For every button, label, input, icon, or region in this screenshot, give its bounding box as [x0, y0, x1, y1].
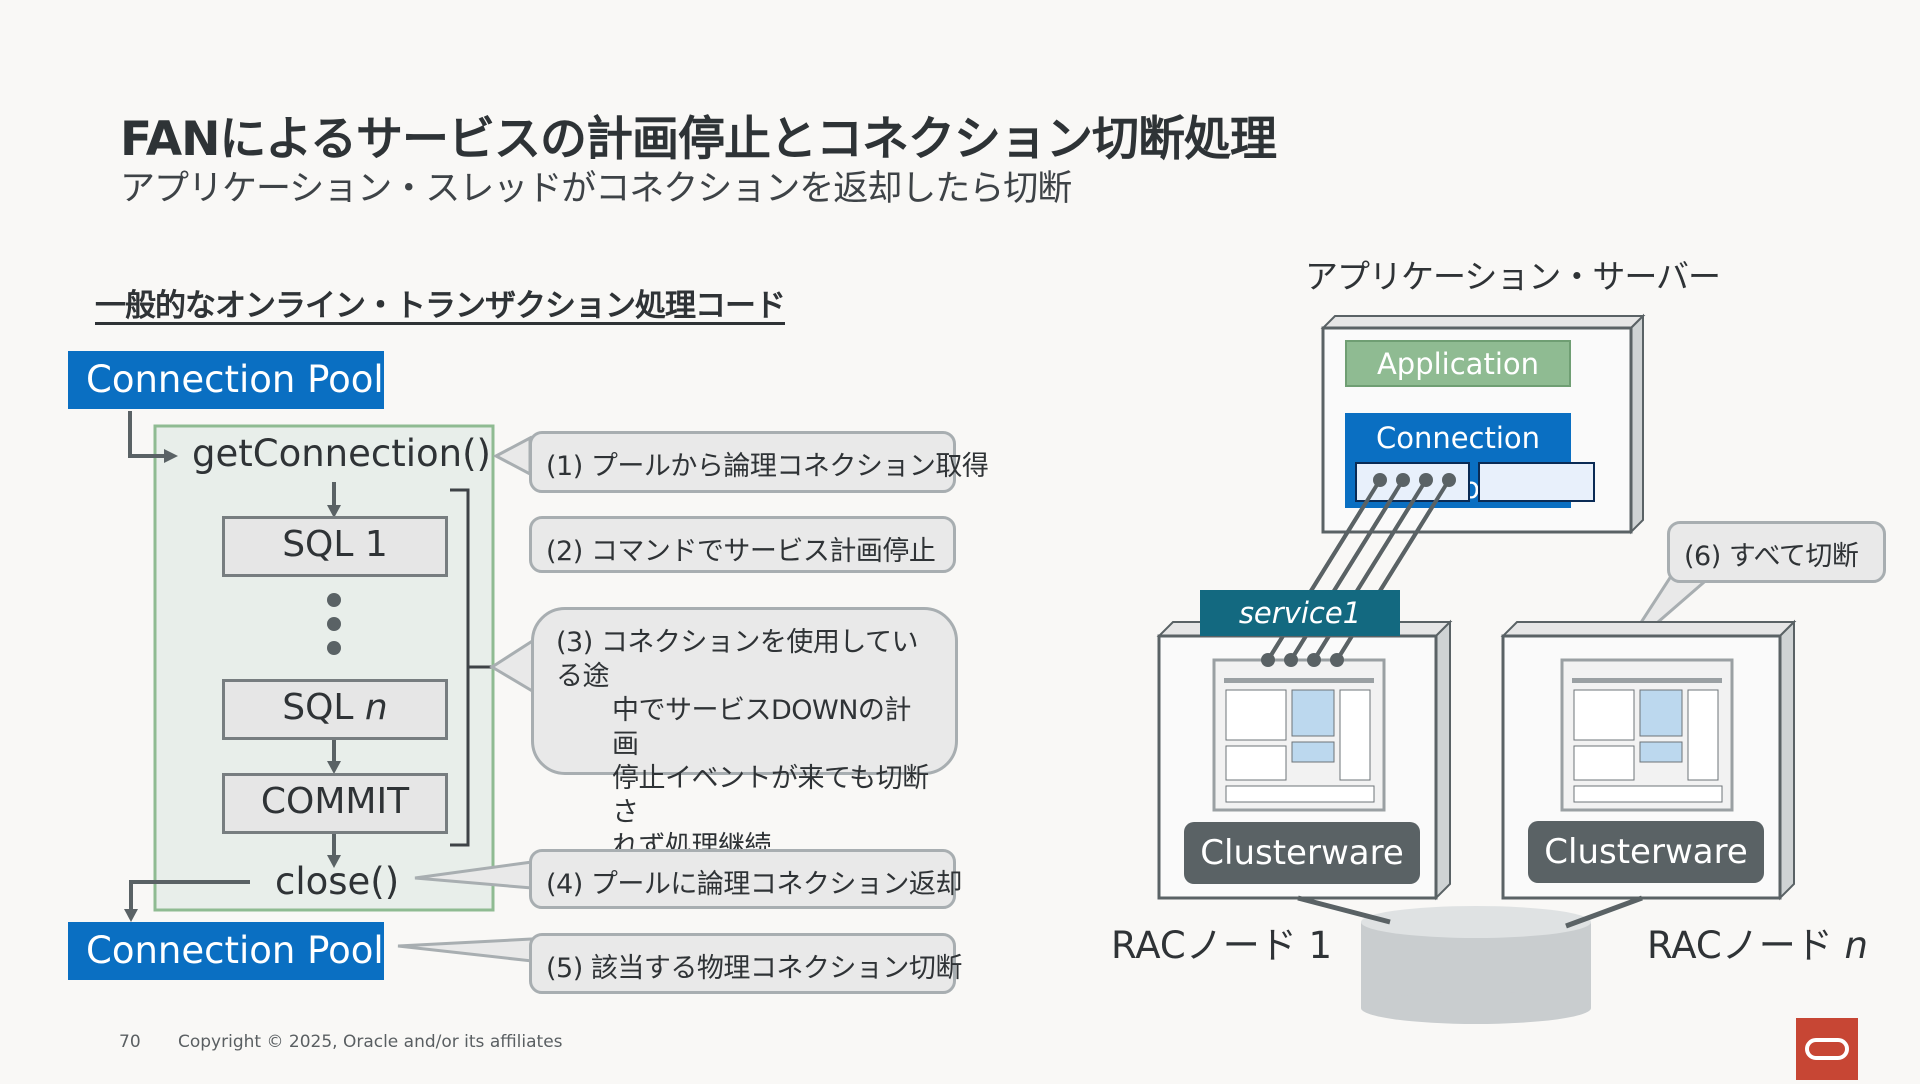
rac-node-n-label: RACノード n [1647, 915, 1868, 969]
app-server-title: アプリケーション・サーバー [1305, 257, 1721, 296]
service1-label: service1 [1200, 590, 1400, 636]
node1-storage-link [1297, 895, 1391, 925]
arrow-pool-to-getconnection [128, 411, 170, 458]
sql1-step: SQL 1 [222, 516, 448, 577]
section-heading: 一般的なオンライン・トランザクション処理コード [95, 288, 786, 324]
rac-node-1-label: RACノード 1 [1111, 924, 1333, 967]
callout-2: (2) コマンドでサービス計画停止 [529, 516, 956, 573]
callout-3-line-1: (3) コネクションを使用している途 [556, 627, 919, 692]
page-title: FANによるサービスの計画停止とコネクション切断処理 [120, 112, 1277, 167]
close-call: close() [275, 860, 400, 903]
callout-5: (5) 該当する物理コネクション切断 [529, 933, 962, 994]
application-box: Application [1345, 340, 1571, 387]
arrowhead-commit [327, 761, 341, 774]
ellipsis-dot-2 [327, 617, 341, 631]
callout-1: (1) プールから論理コネクション取得 [529, 431, 989, 493]
arrowhead-close [327, 855, 341, 868]
ellipsis-dot-3 [327, 641, 341, 655]
arrowhead-getconnection [164, 449, 178, 463]
page-subtitle: アプリケーション・スレッドがコネクションを返却したら切断 [120, 169, 1072, 209]
transaction-bracket [450, 488, 492, 847]
sqln-step: SQL n [222, 679, 448, 740]
arrowhead-pool-bottom [124, 909, 138, 922]
noden-storage-link [1565, 895, 1643, 929]
rac-node-n-prefix: RACノード [1647, 924, 1845, 967]
arrow-close-to-pool [129, 880, 250, 913]
callout-4: (4) プールに論理コネクション返却 [529, 849, 962, 909]
node1-instance-thumbnail [1212, 658, 1386, 812]
oracle-logo [1796, 1018, 1858, 1080]
commit-step: COMMIT [222, 773, 448, 834]
noden-instance-thumbnail [1560, 658, 1734, 812]
connection-pool-bottom: Connection Pool [68, 922, 384, 980]
callout-6: (6) すべて切断 [1667, 521, 1886, 583]
oracle-logo-icon [1805, 1038, 1849, 1060]
copyright: Copyright © 2025, Oracle and/or its affi… [178, 1032, 563, 1052]
shared-storage-cylinder [1361, 906, 1591, 1024]
sqln-var: n [364, 687, 388, 728]
clusterware-node1: Clusterware [1184, 822, 1420, 884]
arrowhead-sql1 [327, 505, 341, 518]
get-connection-call: getConnection() [192, 432, 491, 475]
callout-3-line-2: 中でサービスDOWNの計画 [612, 695, 911, 760]
callout-3-line-3: 停止イベントが来ても切断さ [612, 763, 929, 828]
page-number: 70 [119, 1032, 141, 1052]
callout-3: (3) コネクションを使用している途 中でサービスDOWNの計画 停止イベントが… [531, 607, 958, 862]
clusterware-noden: Clusterware [1528, 821, 1764, 883]
pool-slot-2 [1478, 462, 1595, 502]
ellipsis-dot-1 [327, 593, 341, 607]
rac-node-n-var: n [1844, 924, 1868, 967]
sqln-label: SQL [282, 687, 365, 728]
connection-pool-top: Connection Pool [68, 351, 384, 409]
